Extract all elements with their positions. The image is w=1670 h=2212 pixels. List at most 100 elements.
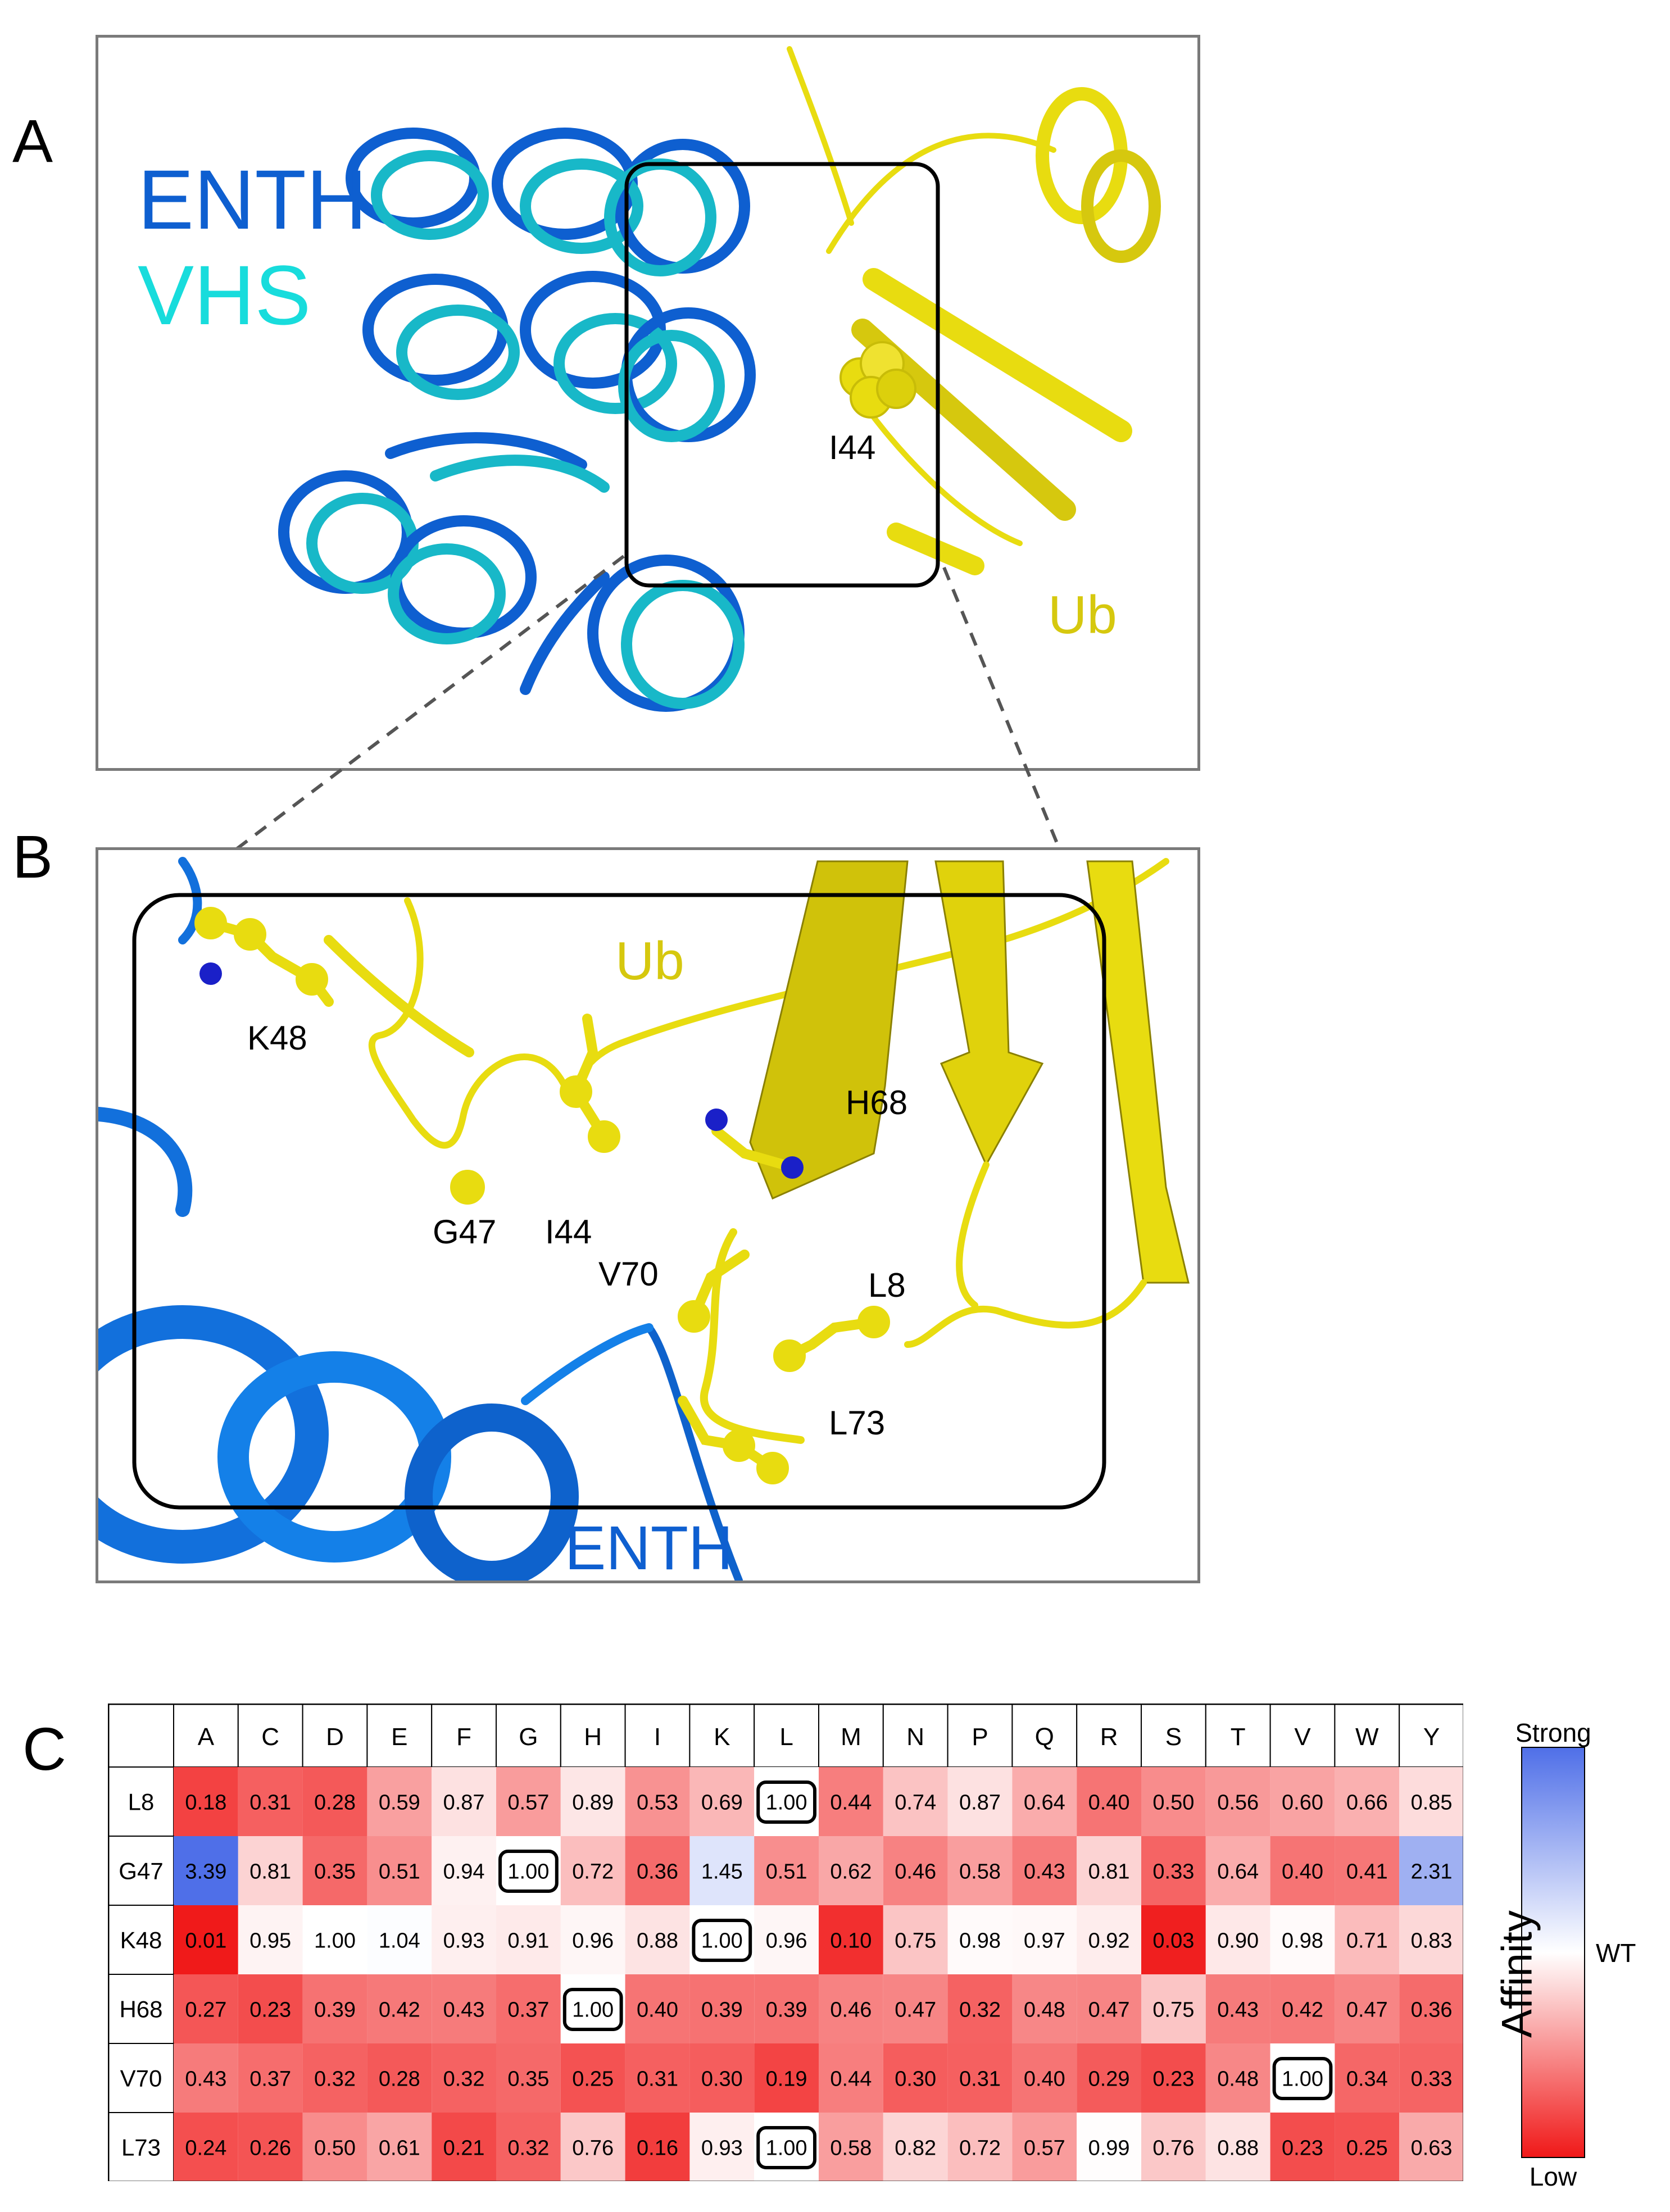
- heatmap-cell-value: 0.94: [443, 1860, 485, 1884]
- heatmap-column-label: W: [1355, 1723, 1379, 1751]
- heatmap-cell-value: 0.25: [1346, 2137, 1388, 2160]
- heatmap-cell-value: 0.76: [572, 2137, 614, 2160]
- heatmap-cell-value: 0.72: [572, 1860, 614, 1884]
- heatmap-cell: [947, 2043, 1013, 2113]
- heatmap-cell: [689, 1905, 755, 1974]
- heatmap-cell: [819, 2043, 883, 2113]
- colorbar-strong-label: Strong: [1517, 1719, 1591, 1747]
- heatmap-cell-value: 0.47: [1088, 1998, 1130, 2022]
- heatmap-cell: [367, 1905, 432, 1974]
- heatmap-cell-value: 0.81: [249, 1860, 291, 1884]
- heatmap-cell: [302, 1836, 367, 1905]
- label-vhs-a: VHS: [138, 248, 311, 342]
- heatmap-cell: [1012, 1767, 1077, 1836]
- heatmap-column-label: V: [1294, 1723, 1311, 1751]
- heatmap-cell: [496, 1905, 561, 1974]
- heatmap-cell: [432, 2113, 496, 2181]
- heatmap-column-header-cell: [818, 1704, 884, 1768]
- heatmap-cell: [625, 1905, 690, 1974]
- heatmap-cell: [1205, 2043, 1270, 2113]
- heatmap-cell: [432, 1767, 496, 1836]
- label-h68: H68: [846, 1084, 907, 1121]
- heatmap-cell: [689, 1767, 755, 1836]
- heatmap-cell: [1077, 1836, 1141, 1905]
- heatmap-column-label: A: [198, 1723, 215, 1751]
- heatmap-cell: [238, 2043, 303, 2113]
- heatmap-cell-value: 0.43: [1217, 1998, 1259, 2022]
- heatmap-cell-value: 0.40: [637, 1998, 678, 2022]
- heatmap-cell: [1205, 1974, 1270, 2043]
- heatmap-cell: [560, 1974, 625, 2043]
- heatmap-cell-value: 0.28: [314, 1791, 356, 1815]
- heatmap-cell-value: 0.43: [185, 2068, 226, 2091]
- heatmap-cell: [302, 1767, 367, 1836]
- colorbar-wt-label: WT: [1596, 1938, 1636, 1968]
- heatmap-cell-value: 1.00: [507, 1860, 549, 1884]
- heatmap-cell: [1399, 1767, 1463, 1836]
- heatmap-cell: [367, 1767, 432, 1836]
- heatmap-cell-value: 1.00: [766, 2137, 807, 2160]
- colorbar-title: Affinity: [1493, 1910, 1541, 2038]
- heatmap-row-header-cell: [108, 1836, 174, 1906]
- heatmap-cell-value: 0.56: [1217, 1791, 1259, 1815]
- heatmap-cell: [689, 1836, 755, 1905]
- heatmap-cell: [1205, 1767, 1270, 1836]
- heatmap-cell: [367, 2043, 432, 2113]
- heatmap-cell-value: 0.47: [1346, 1998, 1388, 2022]
- heatmap-cell-value: 0.44: [830, 1791, 872, 1815]
- heatmap-cell-value: 0.48: [1217, 2068, 1259, 2091]
- heatmap-column-header-cell: [1334, 1704, 1400, 1768]
- heatmap-cell-value: 0.91: [507, 1929, 549, 1953]
- heatmap-cell-value: 1.00: [701, 1929, 743, 1953]
- heatmap-cell-value: 0.90: [1217, 1929, 1259, 1953]
- label-l8: L8: [868, 1266, 906, 1304]
- heatmap-corner-cell: [108, 1704, 174, 1768]
- heatmap-row-label: L8: [128, 1789, 155, 1815]
- heatmap-wildtype-marker: [562, 1988, 623, 2031]
- heatmap-cell-value: 0.30: [701, 2068, 743, 2091]
- heatmap-cell: [1012, 1974, 1077, 2043]
- heatmap-cell-value: 0.40: [1024, 2068, 1065, 2091]
- heatmap-cell: [1335, 1974, 1400, 2043]
- heatmap-cell-value: 0.69: [701, 1791, 743, 1815]
- heatmap-cell-value: 0.32: [443, 2068, 485, 2091]
- enth-helix-detail: [98, 857, 743, 1580]
- ubiquitin-ribbon: [787, 46, 1161, 575]
- heatmap-cell-value: 1.45: [701, 1860, 743, 1884]
- heatmap-cell-value: 0.93: [443, 1929, 485, 1953]
- heatmap-cell-value: 0.39: [701, 1998, 743, 2022]
- heatmap-column-label: H: [584, 1723, 602, 1751]
- heatmap-cell-value: 0.95: [249, 1929, 291, 1953]
- heatmap-cell: [432, 2043, 496, 2113]
- heatmap-cell: [174, 1905, 238, 1974]
- heatmap-cell: [238, 1836, 303, 1905]
- heatmap-cell: [432, 1836, 496, 1905]
- heatmap-cell-value: 0.34: [1346, 2068, 1388, 2091]
- heatmap-cell: [496, 1836, 561, 1905]
- heatmap-cell: [689, 2113, 755, 2181]
- heatmap-cell: [1335, 1905, 1400, 1974]
- heatmap-cell: [560, 1767, 625, 1836]
- heatmap-column-label: L: [779, 1723, 793, 1751]
- heatmap-cell-value: 0.57: [1024, 2137, 1065, 2160]
- heatmap-cell-value: 0.27: [185, 1998, 226, 2022]
- heatmap-cell: [1077, 1905, 1141, 1974]
- heatmap-row-label: H68: [119, 1996, 162, 2023]
- heatmap-wildtype-marker: [756, 1780, 816, 1824]
- residue-sticks: [194, 907, 890, 1484]
- heatmap-column-label: N: [906, 1723, 924, 1751]
- heatmap-cell-value: 0.23: [1152, 2068, 1194, 2091]
- heatmap-cell: [1205, 2113, 1270, 2181]
- heatmap-column-label: F: [456, 1723, 471, 1751]
- heatmap-cell-value: 0.03: [1152, 1929, 1194, 1953]
- heatmap-row-label: V70: [120, 2065, 162, 2092]
- heatmap-cell-value: 0.51: [379, 1860, 420, 1884]
- heatmap-cell-value: 0.41: [1346, 1860, 1388, 1884]
- heatmap-cell-value: 0.87: [959, 1791, 1001, 1815]
- heatmap-cell: [1270, 2113, 1335, 2181]
- heatmap-cell-value: 0.66: [1346, 1791, 1388, 1815]
- heatmap-cell: [1012, 1836, 1077, 1905]
- heatmap-cell: [1270, 1836, 1335, 1905]
- heatmap-cell-value: 0.32: [959, 1998, 1001, 2022]
- heatmap-cell-value: 0.19: [766, 2068, 807, 2091]
